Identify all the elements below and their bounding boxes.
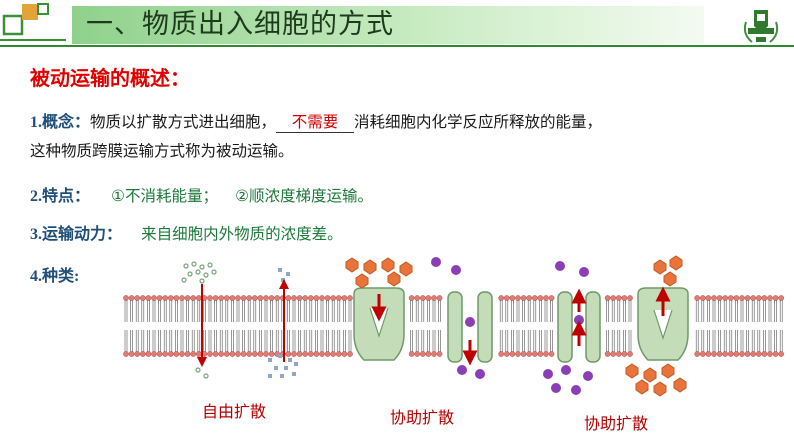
- concept-line-2: 这种物质跨膜运输方式称为被动运输。: [30, 142, 294, 160]
- page-title: 一、物质出入细胞的方式: [86, 9, 394, 40]
- feature-item-2: ②顺浓度梯度运输。: [235, 187, 374, 205]
- features-label: 2.特点：: [30, 188, 91, 205]
- concept-line-1: 1.概念：物质以扩散方式进出细胞，不需要消耗细胞内化学反应所释放的能量，: [30, 108, 602, 133]
- concept-text-a: 物质以扩散方式进出细胞，: [90, 113, 277, 131]
- free-diffusion-squares-inside: [268, 354, 298, 378]
- concept-text-b: 消耗细胞内化学反应所释放的能量，: [354, 113, 603, 131]
- orange-molecules-2: [625, 255, 687, 397]
- purple-molecules-1: [431, 257, 485, 379]
- header-divider: [0, 45, 794, 47]
- concept-blank-answer: 不需要: [276, 110, 355, 133]
- membrane-diagram: [123, 255, 785, 397]
- caption-facilitated-diffusion-1: 协助扩散: [390, 408, 455, 427]
- channel-protein-1: [447, 291, 493, 363]
- free-diffusion-squares-outside: [278, 268, 290, 282]
- free-diffusion-molecules-outside: [181, 261, 217, 284]
- school-logo-icon: [743, 10, 779, 43]
- caption-facilitated-diffusion-2: 协助扩散: [584, 414, 649, 433]
- free-diffusion-molecules-inside: [195, 367, 209, 379]
- phospholipid-bilayer: [123, 295, 785, 357]
- features-line: 2.特点： ①不消耗能量； ②顺浓度梯度运输。: [30, 182, 373, 206]
- orange-molecules-1: [345, 257, 413, 289]
- types-label: 4.种类:: [30, 268, 80, 285]
- section-heading: 被动运输的概述：: [30, 66, 190, 90]
- caption-free-diffusion: 自由扩散: [202, 402, 267, 421]
- purple-molecules-2: [543, 261, 593, 395]
- title-band: [72, 6, 704, 44]
- channel-protein-2: [557, 291, 601, 363]
- driving-force-line: 3.运输动力： 来自细胞内外物质的浓度差。: [30, 220, 343, 244]
- corner-squares-icon: [0, 3, 66, 41]
- concept-label: 1.概念：: [30, 114, 91, 131]
- carrier-protein-2: [637, 287, 689, 361]
- driving-force-label: 3.运输动力：: [30, 226, 123, 243]
- feature-item-1: ①不消耗能量；: [111, 187, 219, 205]
- driving-force-text: 来自细胞内外物质的浓度差。: [141, 225, 343, 243]
